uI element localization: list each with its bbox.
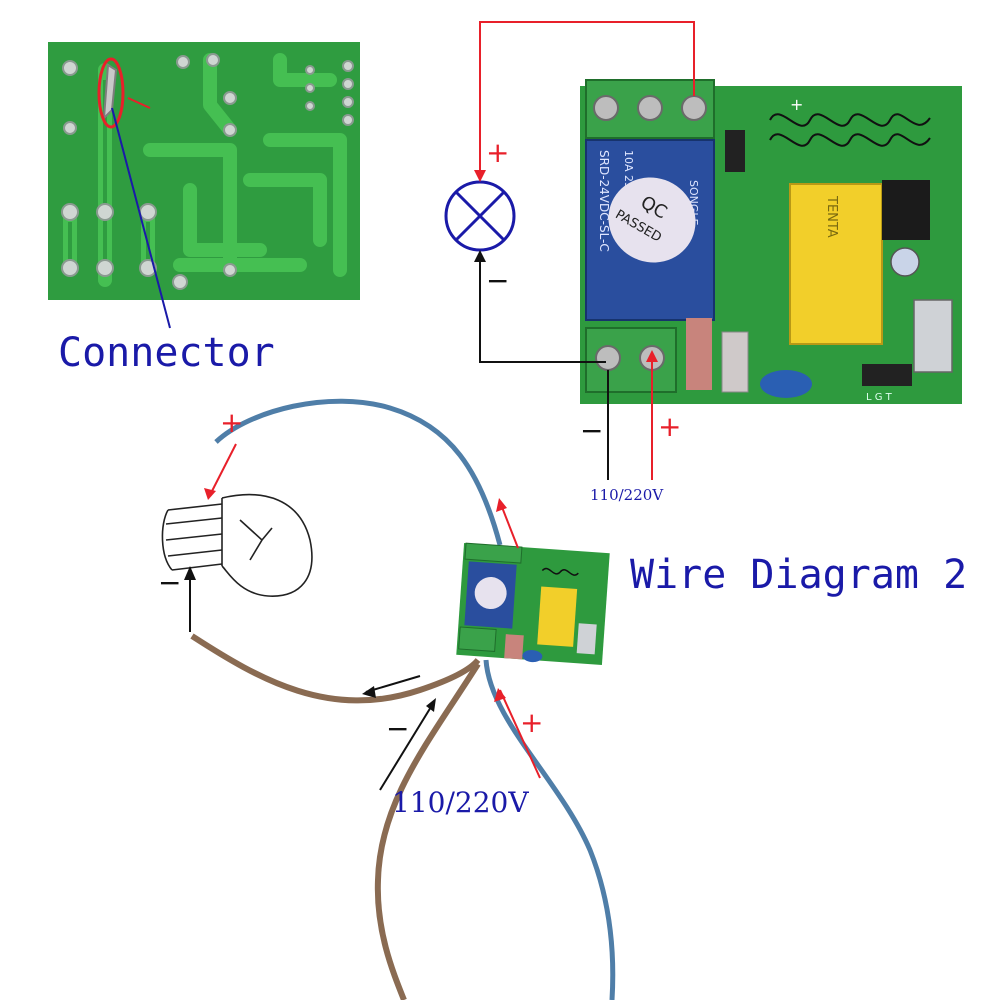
brown-wire-supply <box>374 662 481 1000</box>
bottom-voltage-label: 110/220V <box>392 786 529 819</box>
yellow-capacitor: TENTA <box>789 183 883 345</box>
bulb-minus-sign: − <box>158 566 181 599</box>
module-output-arrow <box>499 501 519 549</box>
pin-labels: L G T <box>866 392 893 403</box>
supply-plus-sign: + <box>658 410 681 443</box>
qc-passed-sticker: QC PASSED <box>608 177 696 263</box>
module-minus-sign: − <box>386 712 409 745</box>
capacitor-brand-text: TENTA <box>824 195 839 238</box>
top-voltage-label: 110/220V <box>590 486 664 504</box>
bulb-plus-sign: + <box>220 406 243 439</box>
negative-wire-to-lamp <box>479 252 606 363</box>
lamp-plus-sign: + <box>486 136 509 169</box>
bulb-positive-arrow <box>209 443 237 496</box>
connector-label: Connector <box>58 330 275 376</box>
positive-wire-to-lamp <box>479 21 695 178</box>
supply-minus-sign: − <box>580 414 603 447</box>
connector-highlight-ring <box>97 57 125 129</box>
relay-module-photo <box>456 542 610 665</box>
pcb-plus-mark: + <box>790 95 803 114</box>
pcb-back-photo <box>48 42 360 300</box>
module-plus-sign: + <box>520 706 543 739</box>
supply-positive-arrow <box>499 689 541 779</box>
blue-wire-supply <box>483 659 616 1000</box>
brown-wire-to-bulb <box>190 633 481 704</box>
supply-negative-arrow <box>379 701 435 791</box>
lamp-minus-sign: − <box>486 264 509 297</box>
wire-diagram-title: Wire Diagram 2 <box>630 552 967 598</box>
blue-wire-to-bulb <box>214 398 503 546</box>
pcb-front-photo: SRD-24VDC-SL-C 10A 250VAC SONGLE QC PASS… <box>580 79 962 404</box>
lamp-symbol <box>444 180 516 252</box>
module-return-arrow <box>365 675 421 693</box>
light-bulb <box>161 493 313 597</box>
connector-pointer-line <box>111 107 171 329</box>
relay-model-text: SRD-24VDC-SL-C <box>597 150 611 252</box>
relay: SRD-24VDC-SL-C 10A 250VAC SONGLE QC PASS… <box>585 139 715 321</box>
